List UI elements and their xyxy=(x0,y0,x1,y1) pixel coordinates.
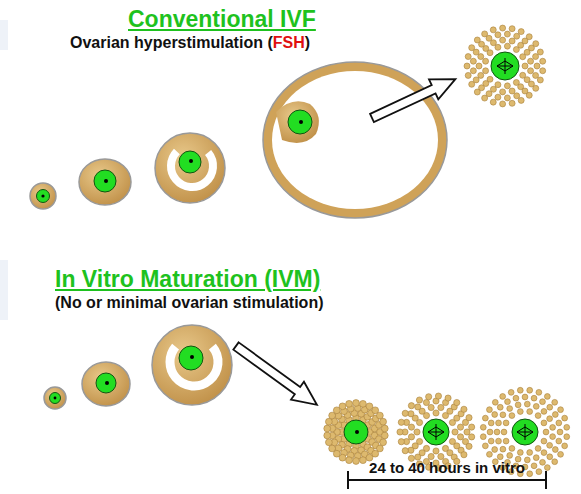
large-follicle xyxy=(263,62,447,218)
hollow-arrow xyxy=(230,337,324,414)
section-heading: In Vitro Maturation (IVM) xyxy=(55,266,320,292)
subheading: (No or minimal ovarian stimulation) xyxy=(55,294,323,312)
subheading: Ovarian hyperstimulation ( xyxy=(70,34,273,52)
corona-cells xyxy=(464,25,546,107)
follicle xyxy=(82,362,130,406)
cumulus-oocyte-complexes xyxy=(324,387,570,476)
duration-label: 24 to 40 hours in vitro xyxy=(369,459,525,476)
follicle xyxy=(30,183,56,209)
ovulated-oocyte xyxy=(491,52,519,80)
follicle xyxy=(152,325,232,405)
panel-edge xyxy=(0,20,8,50)
follicle xyxy=(79,159,131,205)
hollow-arrow xyxy=(367,69,460,128)
follicle xyxy=(155,133,225,203)
section-heading: Conventional IVF xyxy=(128,6,316,32)
subheading: ) xyxy=(305,34,310,52)
follicle xyxy=(44,387,66,409)
hormone-name: FSH xyxy=(273,34,305,52)
panel-edge xyxy=(0,260,8,320)
